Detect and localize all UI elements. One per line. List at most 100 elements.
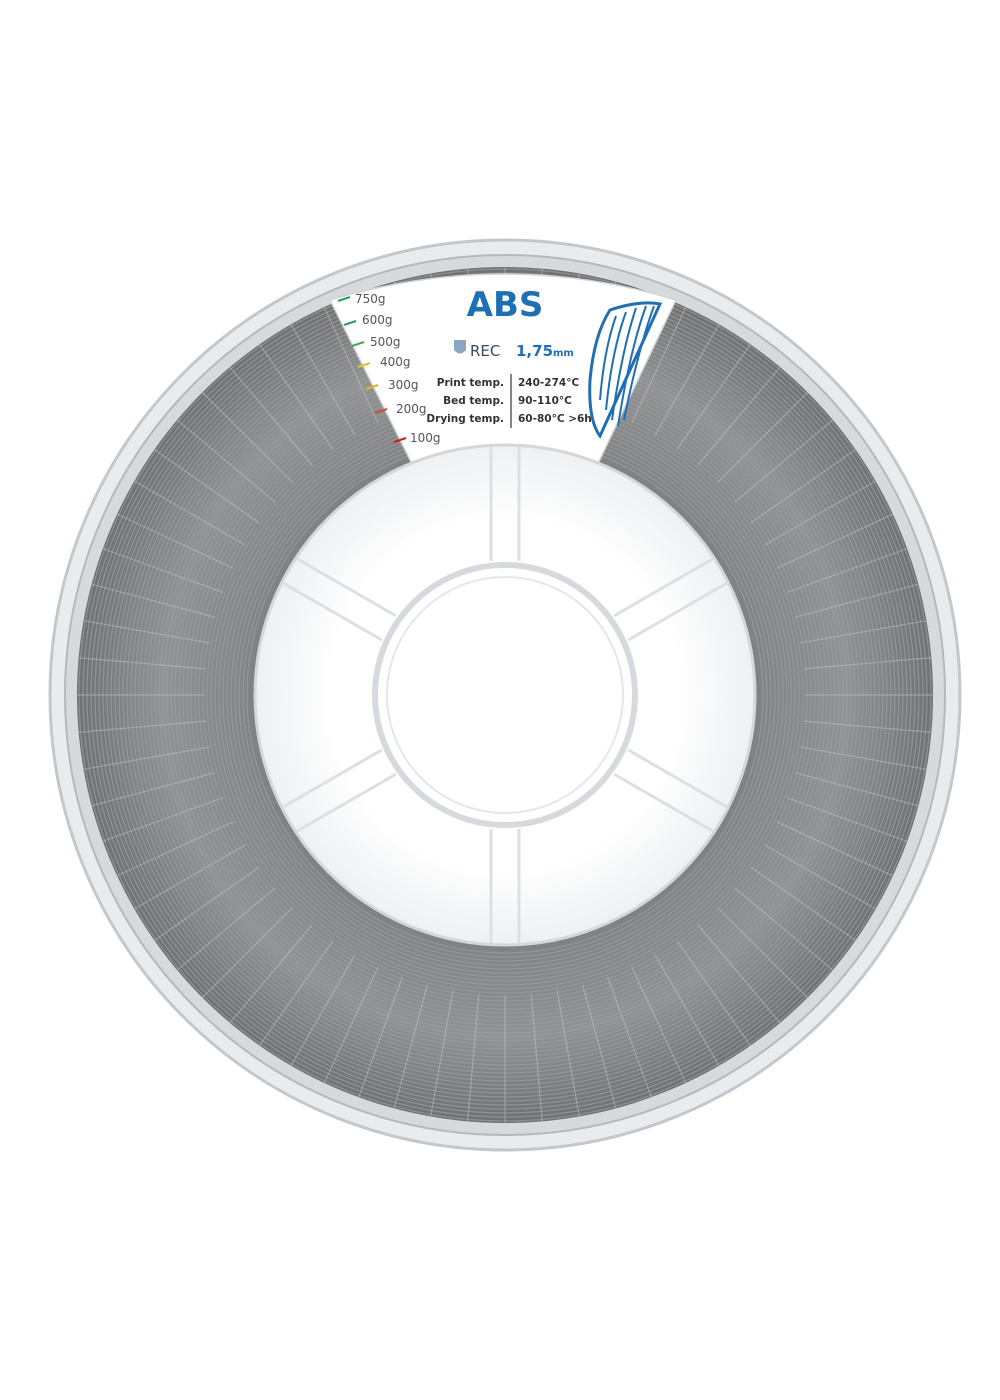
flange-rib [115, 512, 234, 569]
hub-spoke [296, 772, 397, 833]
flange-rib [76, 656, 207, 670]
flange-rib [800, 746, 929, 771]
hub-center [386, 576, 624, 814]
diameter-unit: mm [553, 348, 574, 359]
flange-rib [322, 966, 379, 1085]
flange-rib [631, 305, 688, 424]
flange-rib [794, 772, 921, 807]
flange-rib [676, 342, 753, 450]
flange-rib [100, 797, 224, 843]
weight-label: 500g [370, 335, 401, 349]
flange-rib [734, 418, 835, 503]
flange-rib [115, 821, 234, 878]
filament-spool-icon [588, 301, 663, 439]
hub-spoke [627, 581, 728, 642]
hub-spokes [282, 447, 728, 943]
filament-ring [82, 272, 928, 1118]
flange-rib [466, 993, 480, 1124]
flange-rib [200, 906, 294, 1000]
flange-rib [81, 619, 210, 644]
weight-mark: 200g [374, 402, 427, 416]
flange-rib [132, 844, 246, 911]
hub-spoke [282, 581, 383, 642]
flange-rib [257, 342, 334, 450]
flange-rib [631, 966, 688, 1085]
flange-rib [132, 479, 246, 546]
weight-mark: 600g [343, 313, 393, 327]
flange-rib [786, 547, 910, 593]
flange-rib [100, 547, 224, 593]
flange-rib [716, 906, 810, 1000]
flange-rib [776, 821, 895, 878]
spec-value: 240-274°C [518, 377, 579, 389]
flange-rib [393, 984, 428, 1111]
flange-rib [803, 656, 934, 670]
flange-rib [152, 866, 260, 943]
weight-mark: 100g [393, 431, 441, 445]
flange-rib [716, 390, 810, 484]
hub-spoke [296, 557, 397, 618]
flange-rib [175, 418, 276, 503]
flange-rib [357, 976, 403, 1100]
flange-rib [429, 990, 454, 1119]
flange-rib [81, 746, 210, 771]
flange-rib [530, 993, 544, 1124]
flange-rib [803, 720, 934, 734]
flange-rib [289, 954, 356, 1068]
flange-rib [697, 365, 782, 466]
material-title: ABS [467, 285, 544, 325]
specs-table: Print temp. 240-274°C Bed temp. 90-110°C… [426, 374, 592, 428]
flange-rib [152, 447, 260, 524]
flange-rib [786, 797, 910, 843]
flange-rib [750, 447, 858, 524]
weight-label: 100g [410, 431, 441, 445]
flange-rib [228, 365, 313, 466]
flange-rib [89, 583, 216, 618]
flange-rib [582, 984, 617, 1111]
weight-label: 400g [380, 355, 411, 369]
flange-rib [607, 976, 653, 1100]
diameter-label: 1,75mm [516, 342, 574, 360]
flange-rib [200, 390, 294, 484]
weight-mark: 500g [351, 335, 401, 349]
hub-spoke [613, 772, 714, 833]
weight-label: 600g [362, 313, 393, 327]
flange-rib [676, 940, 753, 1048]
flange-rib [734, 887, 835, 972]
flange-rib [776, 512, 895, 569]
diameter-value: 1,75 [516, 342, 553, 360]
weight-label: 300g [388, 378, 419, 392]
flange-rib [654, 322, 721, 436]
brand-name: REC [470, 342, 500, 360]
flange-rib [654, 954, 721, 1068]
flange-rib [697, 924, 782, 1025]
flange-rib [289, 322, 356, 436]
flange-rib [764, 844, 878, 911]
weight-label: 200g [396, 402, 427, 416]
spec-value: 60-80°C >6h [518, 413, 592, 425]
flange-rib [750, 866, 858, 943]
filament-ring [78, 268, 932, 1122]
flange-rib [794, 583, 921, 618]
flange-rib [257, 940, 334, 1048]
flange-rib [556, 990, 581, 1119]
weight-scale: 750g 600g 500g 400g 300g 200g 100g [337, 292, 441, 445]
hub-spoke [627, 748, 728, 809]
flange-rib [322, 305, 379, 424]
spec-value: 90-110°C [518, 395, 572, 407]
brand-shield-icon [454, 340, 466, 354]
hub-spoke [282, 748, 383, 809]
flange-rib [800, 619, 929, 644]
spec-label: Bed temp. [443, 395, 504, 407]
spec-label: Drying temp. [426, 413, 504, 425]
flange-rib [89, 772, 216, 807]
flange-rib [175, 887, 276, 972]
weight-mark: 300g [365, 378, 419, 392]
flange-rib [76, 720, 207, 734]
spec-label: Print temp. [437, 377, 504, 389]
hub-spoke [613, 557, 714, 618]
flange-rib [228, 924, 313, 1025]
flange-rib [764, 479, 878, 546]
weight-label: 750g [355, 292, 386, 306]
